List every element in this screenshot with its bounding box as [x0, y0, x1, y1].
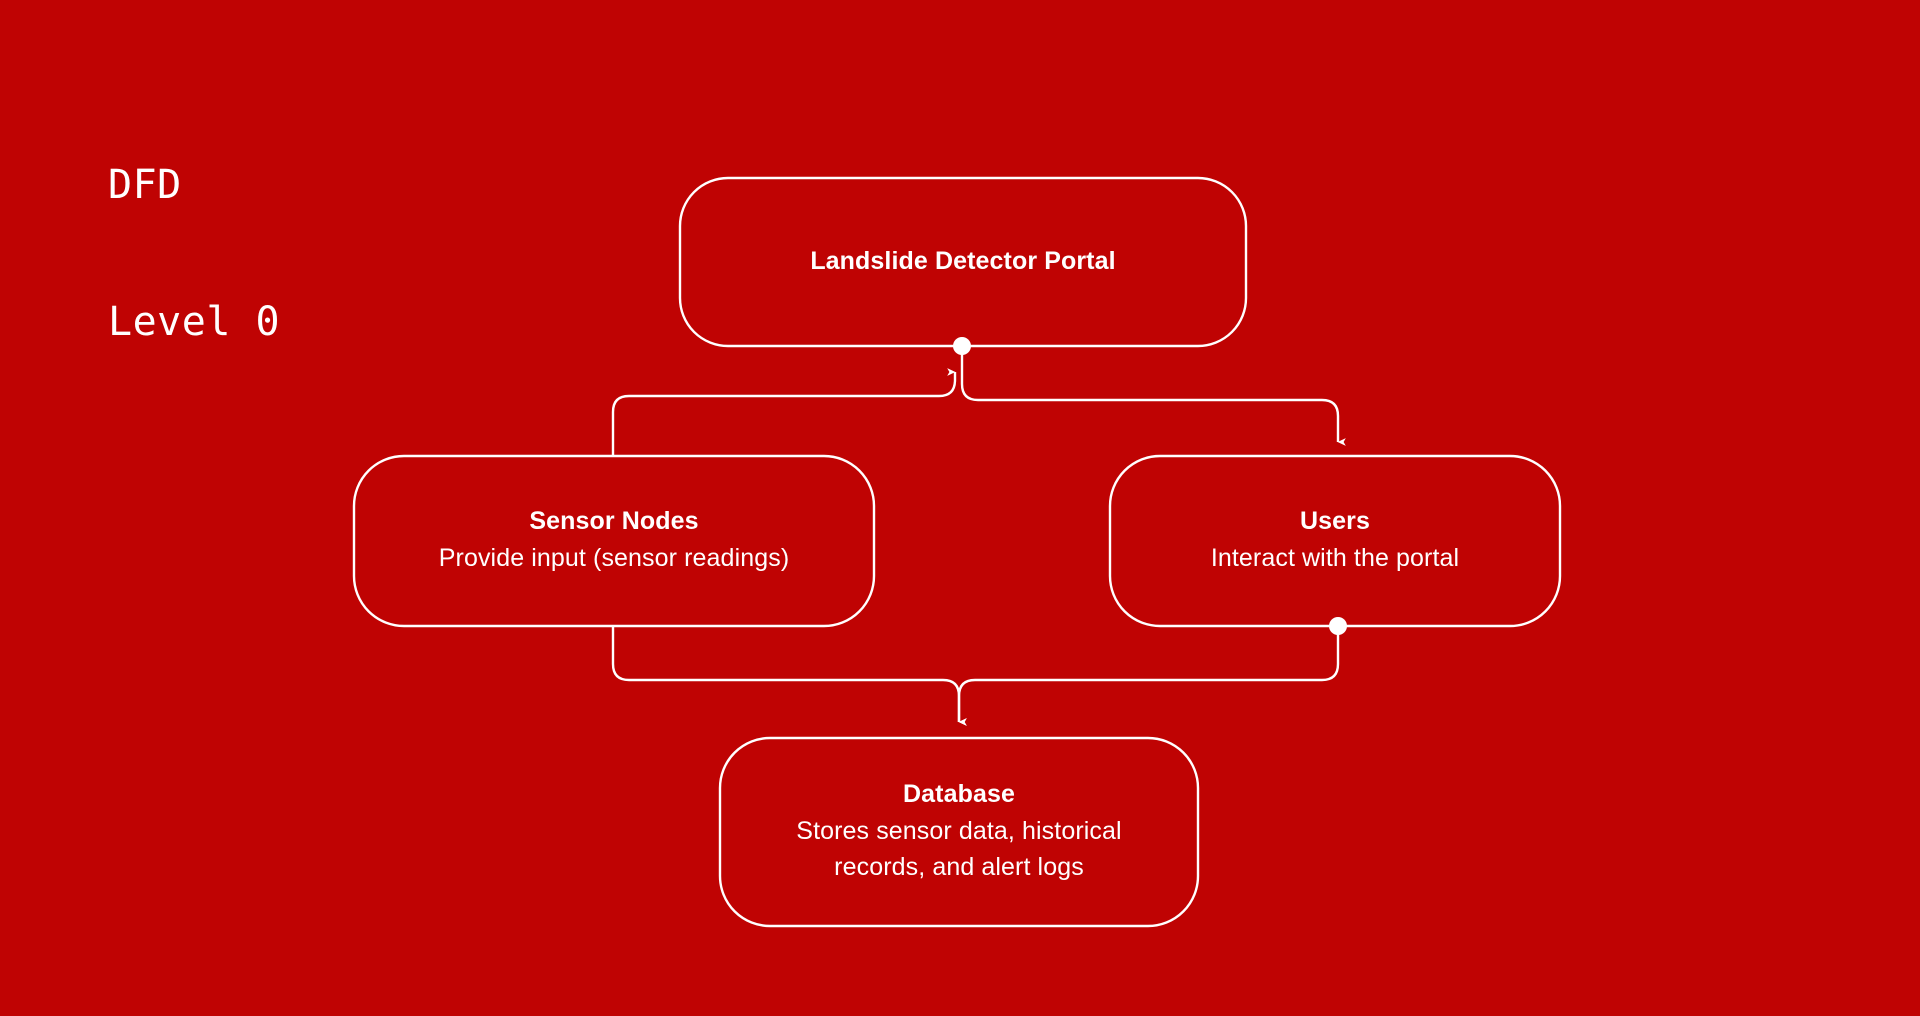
node-box-users[interactable]: [1108, 454, 1562, 628]
edge-sensor-to-portal: [611, 368, 957, 456]
edge-sensor-to-database: [611, 626, 967, 726]
diagram-title-line-1: DFD: [108, 162, 182, 209]
node-box-database[interactable]: [718, 736, 1200, 928]
junction-dot-portal-bottom: [953, 337, 971, 355]
node-box-sensor-nodes[interactable]: [352, 454, 876, 628]
diagram-title: DFD Level 0: [108, 72, 280, 437]
diagram-title-line-2: Level 0: [108, 298, 281, 345]
node-box-portal[interactable]: [678, 176, 1248, 348]
edge-portal-to-users: [960, 346, 1346, 446]
junction-dot-users-bottom: [1329, 617, 1347, 635]
edge-users-to-database: [957, 626, 1340, 726]
